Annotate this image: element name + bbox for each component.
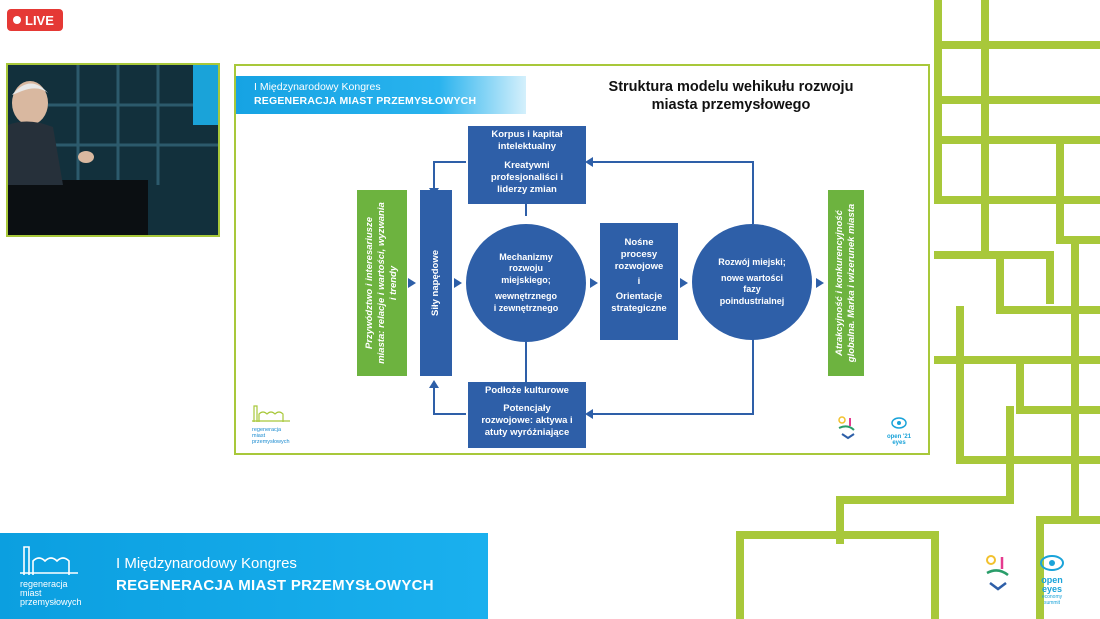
lodz-logo-bottom-icon [986, 555, 1009, 591]
speaker-video-frame [8, 65, 218, 235]
bottom-box-line1: Podłoże kulturowe [485, 385, 569, 396]
diagram-connectors [408, 157, 824, 419]
banner-logo-line1: regeneracja [20, 579, 68, 589]
right-green-bar-line2: globalna. Marka i wizerunek miasta [846, 203, 858, 363]
slide-logo-regeneracja: regeneracja miast przemysłowych [252, 404, 312, 445]
banner-logo: regeneracja miast przemysłowych [20, 545, 100, 609]
congress-banner: regeneracja miast przemysłowych I Między… [0, 533, 488, 619]
arrow-bottom-left-icon [429, 380, 439, 388]
arrow-center-to-circle-icon [680, 278, 688, 288]
left-circle-mechanisms: Mechanizmy rozwoju miejskiego; wewnętrzn… [466, 224, 586, 342]
arrow-top-right-icon [585, 157, 593, 167]
slide-logo-line2: miast [252, 433, 266, 439]
top-box-line4: profesjonaliści i [490, 172, 564, 183]
left-circle-line2: rozwoju [509, 263, 543, 274]
slide-open-eyes-line2: eyes [892, 440, 906, 446]
slide-title-line2: miasta przemysłowego [651, 97, 811, 113]
center-box-line4: i [637, 276, 641, 287]
center-box-processes: Nośne procesy rozwojowe i Orientacje str… [600, 223, 678, 340]
slide-open-eyes-line3: '21 [902, 434, 912, 440]
top-box-line5: liderzy zmian [497, 184, 557, 195]
top-box-line2: intelektualny [497, 141, 557, 152]
slide-open-eyes-logo: open '21 eyes [884, 416, 914, 446]
open-eyes-logo: open eyes economy summit [1032, 555, 1072, 606]
left-circle-line3: miejskiego; [501, 274, 551, 285]
right-circle-line2: nowe wartości [720, 272, 783, 283]
open-eyes-line3: economy [1041, 594, 1063, 600]
left-circle-line4: wewnętrznego [494, 291, 557, 302]
live-dot-icon [13, 16, 21, 24]
center-box-line2: procesy [620, 249, 658, 260]
left-circle-line5: i zewnętrznego [493, 302, 559, 313]
right-green-bar-line1: Atrakcyjność i konkurencyjność [834, 210, 846, 356]
left-green-bar-line3: i trendy [388, 265, 400, 301]
banner-logo-line3: przemysłowych [20, 597, 82, 607]
center-box-line6: strategiczne [611, 303, 667, 314]
bottom-box-cultural-base: Podłoże kulturowe [468, 382, 586, 400]
arrow-green-to-forces-icon [408, 278, 416, 288]
slide-logo-line3: przemysłowych [252, 439, 290, 445]
live-badge: LIVE [7, 9, 63, 31]
open-eyes-line4: summit [1043, 600, 1061, 606]
center-box-line1: Nośne [624, 237, 654, 248]
live-label: LIVE [25, 12, 54, 28]
right-circle-line3: fazy [743, 284, 761, 294]
presentation-slide: I Międzynarodowy Kongres REGENERACJA MIA… [234, 64, 930, 455]
left-circle-line1: Mechanizmy [499, 251, 553, 262]
driving-forces-label: Siły napędowe [430, 250, 441, 316]
bottom-box-potentials: Potencjały rozwojowe: aktywa i atuty wyr… [468, 400, 586, 448]
eye-icon [891, 417, 907, 429]
banner-logo-line2: miast [20, 588, 42, 598]
right-circle-line1: Rozwój miejski; [718, 257, 786, 267]
slide-logo-line1: regeneracja [252, 427, 282, 433]
left-green-bar-line1: Przywództwo i interesariusze [364, 217, 376, 349]
slide-title: Struktura modelu wehikułu rozwoju miasta… [536, 78, 926, 114]
left-green-bar-line2: miasta: relacje i wartości, wyzwania [376, 202, 388, 364]
arrow-forces-to-circle-icon [454, 278, 462, 288]
center-box-line5: Orientacje [615, 291, 663, 302]
bottom-box-line3: rozwojowe: aktywa i [481, 415, 573, 426]
slide-header-band: I Międzynarodowy Kongres REGENERACJA MIA… [236, 76, 526, 114]
right-circle-urban-development: Rozwój miejski; nowe wartości fazy poind… [692, 224, 812, 340]
top-box-line1: Korpus i kapitał [491, 129, 563, 140]
right-green-bar: Atrakcyjność i konkurencyjność globalna.… [828, 190, 864, 376]
open-eyes-line1: open [1041, 575, 1063, 585]
banner-line1: I Międzynarodowy Kongres [116, 555, 297, 572]
top-box-creative-professionals: Kreatywni profesjonaliści i liderzy zmia… [468, 154, 586, 204]
slide-header-line2: REGENERACJA MIAST PRZEMYSŁOWYCH [254, 95, 477, 107]
arrow-circle-to-center-icon [590, 278, 598, 288]
banner-line2: REGENERACJA MIAST PRZEMYSŁOWYCH [116, 577, 434, 594]
slide-header-line1: I Międzynarodowy Kongres [254, 81, 381, 93]
arrow-bottom-right-icon [585, 409, 593, 419]
right-circle-line4: poindustrialnej [719, 295, 785, 306]
factory-logo-icon [252, 405, 290, 422]
top-box-line3: Kreatywni [504, 160, 550, 171]
open-eyes-line2: eyes [1041, 584, 1063, 594]
arrow-circle-to-green-icon [816, 278, 824, 288]
slide-open-eyes-line1: open [886, 434, 902, 440]
factory-logo-icon [20, 546, 78, 575]
bottom-box-line2: Potencjały [503, 403, 551, 414]
eye-icon [1040, 555, 1064, 571]
slide-title-line1: Struktura modelu wehikułu rozwoju [608, 79, 854, 95]
left-green-bar: Przywództwo i interesariusze miasta: rel… [357, 190, 407, 376]
driving-forces-bar: Siły napędowe [420, 190, 452, 376]
speaker-video[interactable] [6, 63, 220, 237]
lodz-logo-icon [838, 416, 855, 440]
bottom-box-line4: atuty wyróżniające [484, 427, 570, 438]
center-box-line3: rozwojowe [614, 261, 664, 272]
